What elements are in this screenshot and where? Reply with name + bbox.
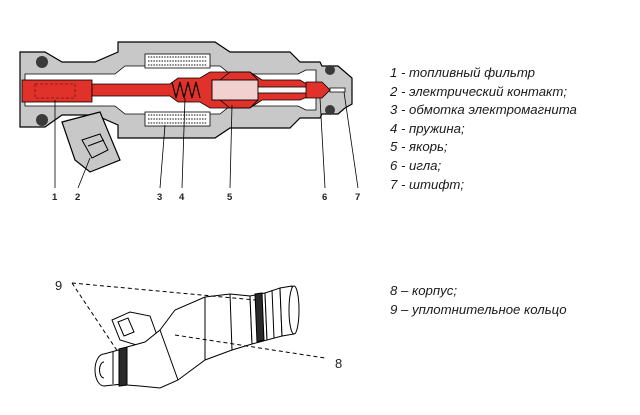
legend-item-5: 5 - якорь;	[390, 139, 448, 155]
legend-item-7: 7 - штифт;	[390, 176, 464, 192]
injector-external-view	[71, 282, 326, 389]
solenoid-coil-upper	[144, 53, 211, 69]
callout-1: 1	[52, 192, 58, 203]
o-ring-left-bottom	[36, 114, 48, 126]
injector-cross-section: 1 2 3 4 5 6 7	[19, 41, 360, 203]
fuel-filter	[21, 79, 93, 103]
armature	[211, 79, 259, 101]
legend-bottom: 8 – корпус; 9 – уплотнительное кольцо	[390, 282, 567, 319]
callout-3: 3	[157, 192, 162, 203]
legend-item-8: 8 – корпус;	[390, 283, 457, 298]
legend-item-1: 1 - топливный фильтр	[390, 65, 535, 80]
electrical-contact-pins	[81, 133, 109, 159]
callout-6: 6	[322, 192, 327, 203]
pin	[329, 87, 346, 93]
callout-8: 8	[335, 356, 342, 371]
legend-item-6: 6 - игла;	[390, 157, 442, 173]
spring	[171, 81, 201, 99]
legend-item-9: 9 – уплотнительное кольцо	[390, 301, 567, 317]
legend-item-2: 2 - электрический контакт;	[390, 83, 568, 99]
electrical-contact-housing	[61, 111, 121, 173]
o-ring-left-top	[36, 56, 48, 68]
upper-o-ring	[254, 292, 265, 343]
callout-5: 5	[227, 192, 233, 203]
nozzle-o-ring	[118, 346, 128, 387]
leader-lines-top	[54, 91, 359, 189]
callout-2: 2	[75, 192, 80, 203]
solenoid-coil-lower	[144, 111, 211, 127]
legend-top: 1 - топливный фильтр 2 - электрический к…	[390, 64, 577, 194]
leader-lines-bottom	[71, 282, 326, 359]
o-ring-right-top	[325, 65, 335, 75]
callout-4: 4	[179, 192, 185, 203]
callout-7: 7	[355, 192, 360, 203]
o-ring-right-bottom	[325, 105, 335, 115]
injector-body	[126, 293, 253, 389]
callout-9: 9	[55, 278, 62, 293]
legend-item-4: 4 - пружина;	[390, 120, 465, 136]
legend-item-3: 3 - обмотка электромагнита	[390, 102, 577, 118]
